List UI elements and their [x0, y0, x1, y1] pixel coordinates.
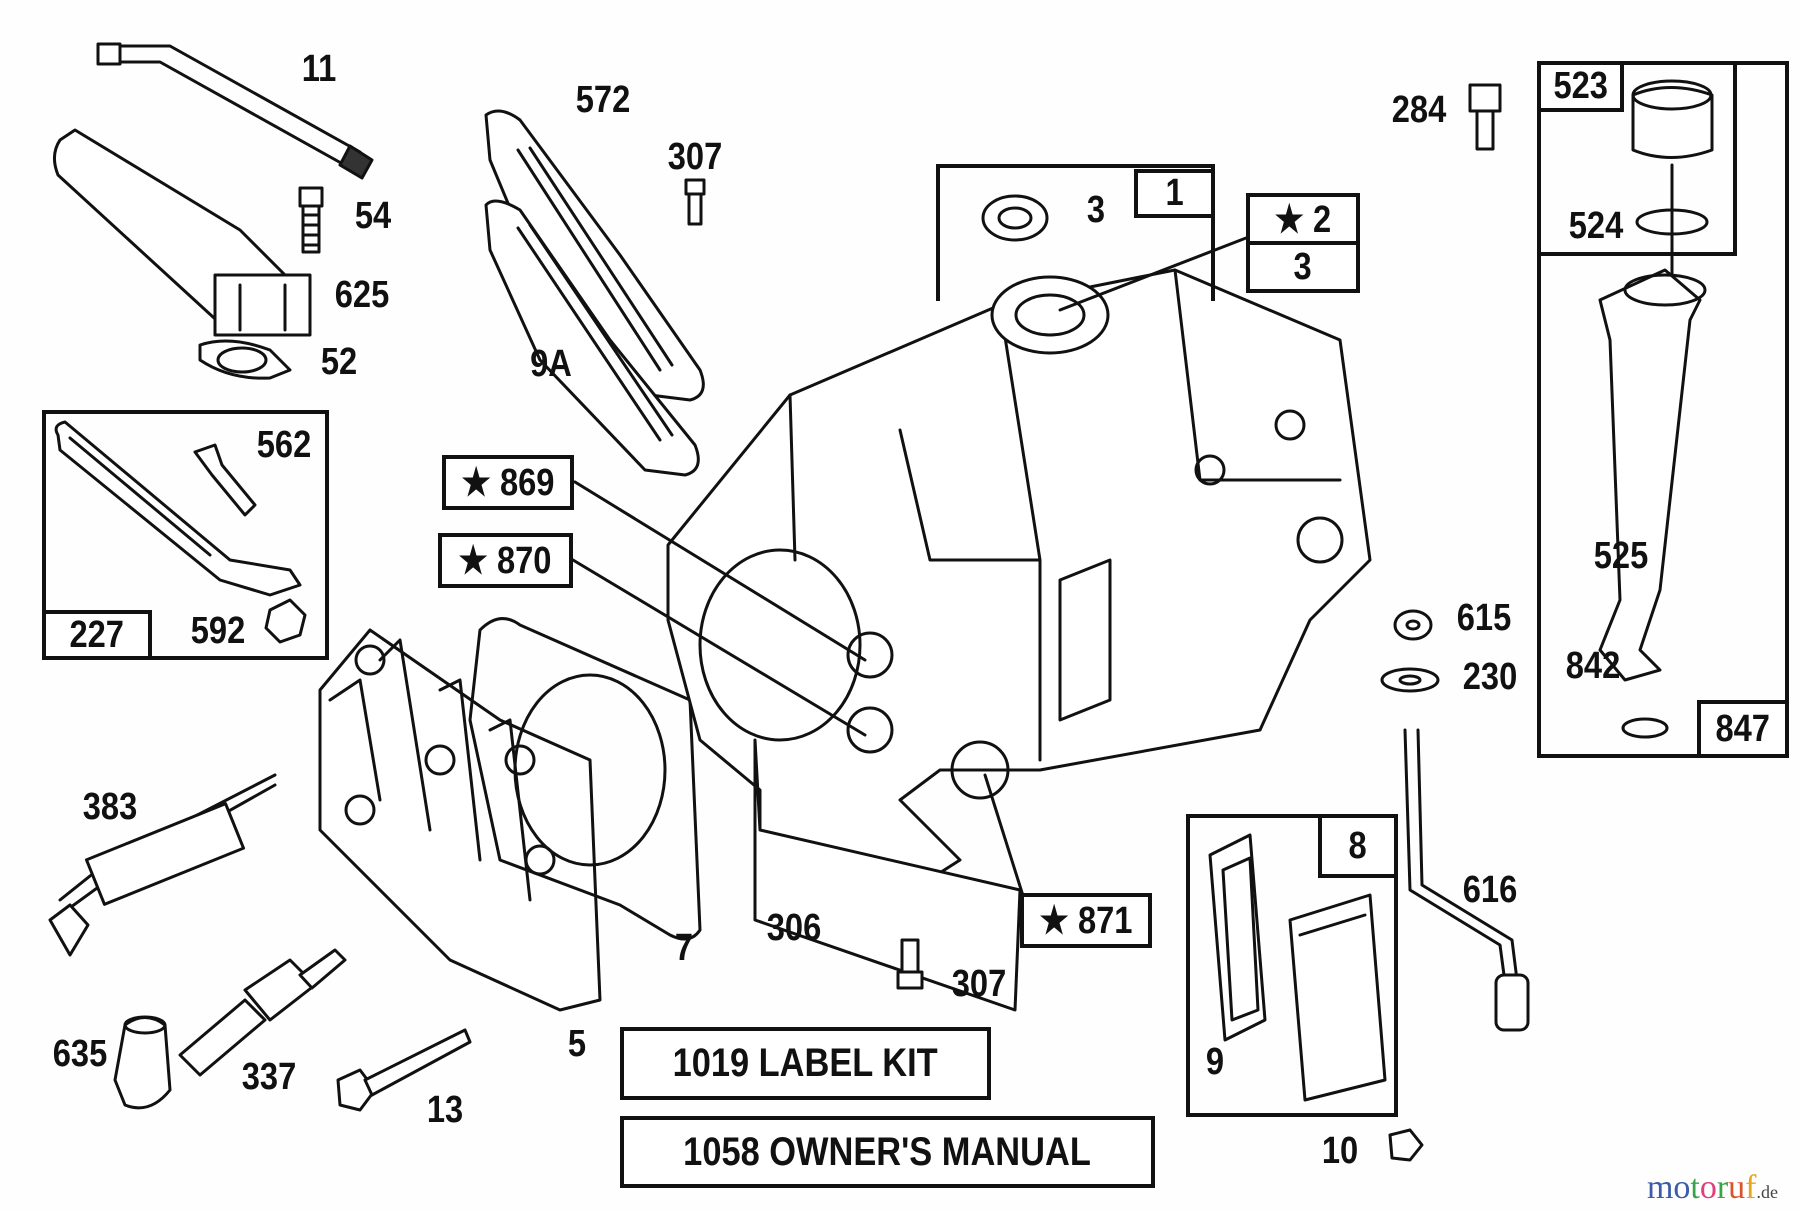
part-label-13: 13	[426, 1089, 464, 1131]
screw-54-drawing	[298, 186, 324, 254]
gasket-572-drawing	[484, 109, 705, 402]
part-label-562: 562	[256, 424, 312, 466]
label-kit-box: 1019 LABEL KIT	[620, 1027, 991, 1100]
box-label-870: ★ 870	[438, 533, 573, 588]
part-label-572: 572	[575, 79, 631, 121]
logo-letter: o	[1673, 1169, 1691, 1206]
part-label-337: 337	[241, 1056, 297, 1098]
part-label-284: 284	[1391, 89, 1447, 131]
bolt-13-drawing	[336, 1028, 472, 1112]
box-label-text: 227	[69, 613, 125, 656]
label-kit-text: 1019 LABEL KIT	[672, 1041, 939, 1085]
part-label-7: 7	[674, 927, 694, 969]
box-label-869: ★ 869	[442, 455, 574, 510]
logo-wordmark: motoruf	[1647, 1169, 1757, 1206]
part-label-625: 625	[334, 274, 390, 316]
breather-kit-frame	[1186, 814, 1398, 1117]
gasket-9A-drawing	[484, 199, 700, 477]
part-label-616: 616	[1462, 869, 1518, 911]
part-label-842: 842	[1565, 645, 1621, 687]
spark-plug-337-drawing	[178, 948, 347, 1077]
part-label-635: 635	[52, 1033, 108, 1075]
box-label-523: 523	[1537, 61, 1624, 112]
oil-fill-tube-525-drawing	[1598, 268, 1707, 739]
screw-307-top-drawing	[684, 178, 706, 226]
breather-gasket-9-drawing	[1208, 833, 1267, 1042]
dipstick-tube-11-drawing	[96, 42, 374, 180]
tool-383-drawing	[48, 773, 277, 957]
logo-letter: f	[1745, 1169, 1757, 1206]
box-label-847: 847	[1697, 700, 1789, 758]
part-label-52: 52	[320, 341, 358, 383]
box-label-text: 1	[1165, 172, 1184, 214]
screw-307-bottom-drawing	[896, 938, 924, 990]
box-label-text: 8	[1348, 824, 1368, 867]
part-label-525: 525	[1593, 535, 1649, 577]
part-label-9: 9	[1205, 1041, 1225, 1083]
box-label-text: ★ 869	[461, 462, 555, 504]
box-label-text: ★ 871	[1039, 900, 1133, 942]
cylinder-head-5-drawing	[318, 628, 602, 1012]
governor-lever-drawing	[54, 420, 307, 644]
motoruf-logo: motoruf.de	[1647, 1169, 1778, 1207]
breather-10-drawing	[1288, 893, 1424, 1162]
box-label-2: ★ 2	[1246, 193, 1360, 245]
part-label-9A: 9A	[530, 343, 572, 385]
seal-615-drawing	[1393, 609, 1433, 641]
owners-manual-box: 1058 OWNER'S MANUAL	[620, 1116, 1155, 1188]
part-label-306: 306	[766, 907, 822, 949]
part-label-307-bottom: 307	[951, 963, 1007, 1005]
part-label-383: 383	[82, 786, 138, 828]
engine-block-kit-frame	[936, 164, 1215, 301]
part-label-524: 524	[1568, 205, 1624, 247]
box-label-text: 3	[1293, 245, 1313, 288]
link-616-drawing	[1403, 728, 1530, 1032]
breather-tube-625-drawing	[53, 128, 312, 337]
drain-plug-284-drawing	[1468, 83, 1502, 151]
part-label-615: 615	[1456, 597, 1512, 639]
part-label-5: 5	[567, 1023, 587, 1065]
part-label-592: 592	[190, 610, 246, 652]
gasket-52-drawing	[198, 339, 292, 380]
oil-fill-cap-523-drawing	[1631, 79, 1714, 292]
box-label-text: ★ 870	[459, 540, 552, 582]
box-label-1: 1	[1134, 169, 1215, 218]
oil-seal-3-drawing	[981, 194, 1049, 242]
logo-suffix: .de	[1756, 1182, 1779, 1202]
logo-letter: o	[1699, 1169, 1717, 1206]
governor-kit-frame	[42, 410, 329, 660]
logo-letter: r	[1716, 1169, 1729, 1206]
washer-230-drawing	[1380, 667, 1440, 693]
part-label-230: 230	[1462, 656, 1518, 698]
box-label-3: 3	[1246, 241, 1360, 293]
head-gasket-7-drawing	[468, 617, 702, 941]
spark-plug-boot-635-drawing	[113, 1015, 172, 1110]
box-label-871: ★ 871	[1020, 893, 1152, 948]
owners-manual-text: 1058 OWNER'S MANUAL	[683, 1129, 1092, 1174]
part-label-54: 54	[354, 195, 392, 237]
box-label-text: 523	[1553, 65, 1608, 107]
logo-letter: u	[1728, 1169, 1746, 1206]
oil-cap-sub-frame	[1537, 61, 1737, 256]
box-label-8: 8	[1318, 814, 1398, 878]
part-label-11: 11	[301, 48, 337, 90]
logo-letter: m	[1646, 1169, 1674, 1206]
logo-letter: t	[1690, 1169, 1700, 1206]
box-label-text: ★ 2	[1274, 198, 1332, 241]
part-label-10: 10	[1321, 1130, 1359, 1172]
box-label-227: 227	[42, 610, 152, 660]
part-label-307-top: 307	[667, 136, 723, 178]
engine-block-1-drawing	[666, 268, 1372, 1012]
part-label-3-seal: 3	[1086, 189, 1106, 231]
box-label-text: 847	[1715, 707, 1771, 750]
